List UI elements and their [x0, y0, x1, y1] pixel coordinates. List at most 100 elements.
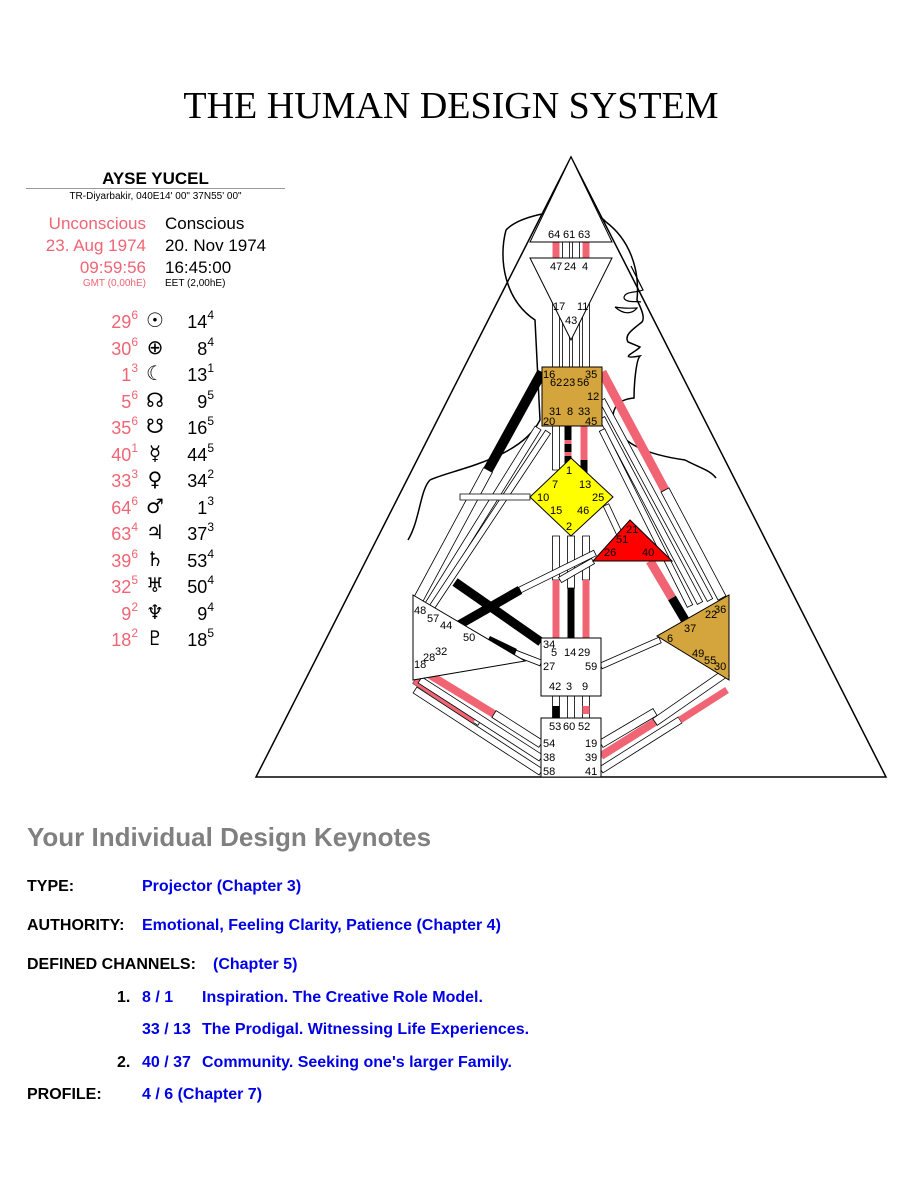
type-value-link[interactable]: Projector (Chapter 3) — [142, 878, 302, 895]
gate-label: 12 — [587, 391, 599, 403]
unconscious-timezone: GMT (0,00hE) — [82, 278, 146, 289]
gate-label: 35 — [585, 369, 597, 381]
gate-label: 55 — [704, 655, 716, 667]
gate-label: 61 — [563, 229, 575, 241]
gate-label: 31 — [549, 406, 561, 418]
conscious-activation: 504 — [187, 573, 214, 597]
authority-value-link[interactable]: Emotional, Feeling Clarity, Patience (Ch… — [142, 917, 501, 934]
gate-44 — [447, 586, 523, 634]
root-center — [540, 717, 602, 778]
gate-14 — [567, 588, 575, 638]
gate-label: 27 — [543, 661, 555, 673]
gate-label: 32 — [435, 646, 447, 658]
spleen-center — [412, 594, 527, 681]
gate-label: 59 — [585, 661, 597, 673]
conscious-activation: 445 — [187, 440, 214, 465]
gate-label: 33 — [578, 406, 590, 418]
authority-label: AUTHORITY: — [27, 917, 125, 934]
gate-label: 24 — [564, 261, 576, 273]
channel-description-link[interactable]: Community. Seeking one's larger Family. — [202, 1054, 512, 1071]
profile-value-link[interactable]: 4 / 6 (Chapter 7) — [142, 1086, 263, 1103]
unconscious-activation: 646 — [111, 493, 138, 518]
gate-label: 3 — [566, 681, 572, 693]
channel-segment — [557, 557, 596, 584]
conscious-label: Conscious — [165, 214, 245, 233]
gate-label: 63 — [578, 229, 590, 241]
gate-39 — [598, 718, 658, 760]
north-node-icon: ☊ — [146, 387, 164, 412]
conscious-activation: 84 — [197, 334, 214, 359]
south-node-icon: ☋ — [146, 414, 164, 438]
channel-segment — [518, 549, 597, 594]
channels-chapter-link[interactable]: (Chapter 5) — [213, 956, 298, 973]
gate-label: 40 — [642, 547, 654, 559]
channel-gates-link[interactable]: 40 / 37 — [142, 1054, 191, 1071]
conscious-activation: 534 — [187, 546, 214, 571]
gate-label: 14 — [564, 647, 576, 659]
gate-label: 44 — [440, 620, 452, 632]
gate-label: 26 — [604, 547, 616, 559]
planet-row: 646♂13 — [90, 493, 220, 520]
moon-icon: ☾ — [146, 361, 164, 385]
unconscious-label: Unconscious — [48, 214, 146, 233]
planet-row: 401☿445 — [90, 440, 220, 467]
solar-plexus-center — [656, 594, 730, 681]
planet-row: 325♅504 — [90, 573, 220, 599]
gate-label: 58 — [543, 766, 555, 778]
gate-label: 60 — [563, 721, 575, 733]
conscious-activation: 131 — [187, 361, 214, 385]
profile-label: PROFILE: — [27, 1086, 102, 1103]
mars-icon: ♂ — [146, 493, 164, 518]
gate-label: 39 — [585, 752, 597, 764]
pluto-icon: ♇ — [146, 626, 164, 650]
gate-2 — [552, 580, 560, 638]
channel-segment — [562, 241, 570, 259]
person-name: AYSE YUCEL — [102, 169, 209, 188]
unconscious-activation: 92 — [121, 599, 138, 624]
gate-label: 56 — [577, 377, 589, 389]
jupiter-icon: ♃ — [146, 520, 164, 544]
gate-label: 4 — [582, 261, 588, 273]
gate-34 — [452, 578, 544, 646]
conscious-activation: 95 — [197, 387, 214, 412]
channels — [412, 241, 730, 776]
head-center — [529, 155, 613, 243]
unconscious-time: 09:59:56 — [79, 258, 146, 277]
neptune-icon: ♆ — [146, 599, 164, 624]
channel-number: 1. — [117, 989, 131, 1006]
channels-label: DEFINED CHANNELS: — [27, 956, 196, 973]
sun-icon: ☉ — [146, 308, 164, 332]
channel-description-link[interactable]: The Prodigal. Witnessing Life Experience… — [202, 1021, 530, 1038]
gate-29 — [582, 580, 590, 638]
channel-segment — [572, 241, 580, 259]
channel-gates-link[interactable]: 33 / 13 — [142, 1021, 191, 1038]
gate-label: 52 — [578, 721, 590, 733]
channel-gates-link[interactable]: 8 / 1 — [142, 989, 174, 1006]
gate-label: 51 — [616, 534, 628, 546]
gate-label: 17 — [553, 301, 565, 313]
sacral-center — [540, 637, 602, 697]
gate-30 — [678, 687, 729, 723]
gate-label: 20 — [543, 416, 555, 428]
throat-center — [541, 366, 603, 427]
gate-33 — [580, 426, 588, 460]
channel-segment — [552, 425, 560, 471]
gate-label: 64 — [548, 229, 560, 241]
channel-description-link[interactable]: Inspiration. The Creative Role Model. — [202, 989, 483, 1006]
gate-label: 5 — [551, 647, 557, 659]
gate-label: 29 — [578, 647, 590, 659]
unconscious-activation: 401 — [111, 440, 138, 465]
planet-row: 634♃373 — [90, 520, 220, 546]
channel-segment — [459, 493, 531, 501]
channel-segment — [598, 416, 704, 605]
gate-label: 50 — [463, 632, 475, 644]
planet-row: 306⊕84 — [90, 334, 220, 361]
unconscious-activation: 396 — [111, 546, 138, 571]
gate-label: 8 — [567, 406, 573, 418]
channel-segment — [564, 452, 572, 456]
planet-row: 396♄534 — [90, 546, 220, 573]
gate-label: 7 — [552, 479, 558, 491]
planet-row: 56☊95 — [90, 387, 220, 414]
